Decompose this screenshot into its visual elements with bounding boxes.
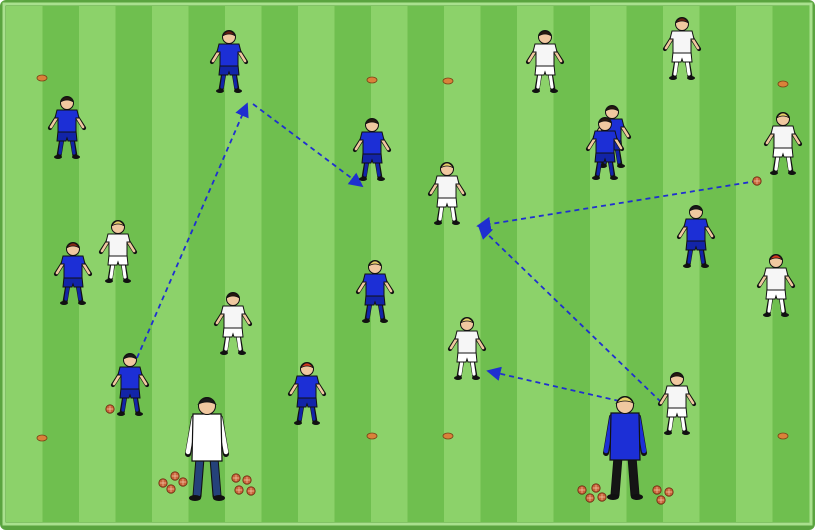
pitch-stripe [6, 6, 43, 522]
ball-icon [106, 405, 114, 413]
pitch-stripe [152, 6, 189, 522]
ball-icon [598, 493, 606, 501]
cone-icon [778, 433, 788, 439]
pitch-stripe [262, 6, 299, 522]
ball-icon [665, 488, 673, 496]
ball-icon [586, 494, 594, 502]
pitch-stripe [335, 6, 372, 522]
pitch-stripe [481, 6, 518, 522]
pitch-stripe [517, 6, 554, 522]
ball-icon [753, 177, 761, 185]
ball-icon [235, 486, 243, 494]
ball-icon [171, 472, 179, 480]
cone-icon [778, 81, 788, 87]
cone-icon [367, 433, 377, 439]
pitch-stripe [408, 6, 445, 522]
cone-icon [37, 75, 47, 81]
ball-icon [232, 474, 240, 482]
ball-icon [657, 496, 665, 504]
ball-icon [653, 486, 661, 494]
cone-icon [443, 433, 453, 439]
pitch-stripe [225, 6, 262, 522]
ball-icon [592, 484, 600, 492]
cone-icon [367, 77, 377, 83]
ball-icon [247, 487, 255, 495]
pitch-stripe [663, 6, 700, 522]
ball-icon [159, 479, 167, 487]
ball-icon [167, 485, 175, 493]
cone-icon [443, 78, 453, 84]
cone-icon [37, 435, 47, 441]
pitch-stripe [736, 6, 773, 522]
ball-icon [179, 478, 187, 486]
ball-icon [243, 476, 251, 484]
pitch-stripe [554, 6, 591, 522]
ball-icon [578, 486, 586, 494]
pitch-stripe [298, 6, 335, 522]
